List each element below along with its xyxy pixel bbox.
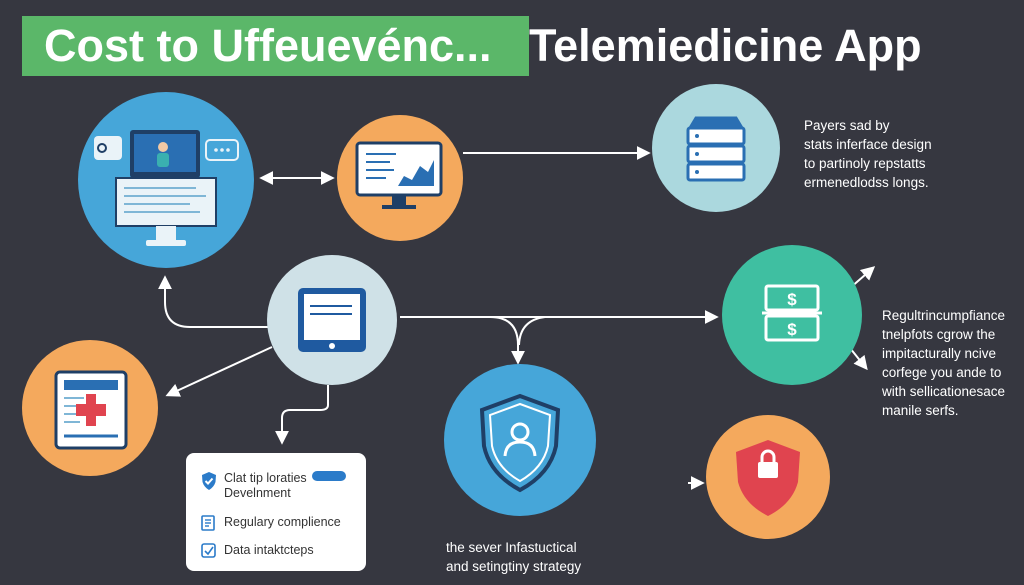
card-item-label: Regulary complience xyxy=(224,515,341,529)
text-line: ermenedlodss longs. xyxy=(804,175,929,190)
shield-lock-icon xyxy=(736,440,800,516)
text-block-payments: Regultrincumpfiance tnelpfots cgrow the … xyxy=(882,306,1005,420)
node-tablet xyxy=(267,255,397,385)
card-item-label: Develnment xyxy=(224,486,291,500)
text-line: corfege you ande to xyxy=(882,365,1002,380)
node-medical-record xyxy=(22,340,158,476)
page-title-part-2: Telemiedicine App xyxy=(529,20,922,71)
text-block-security: the sever Infastuctical and setingtiny s… xyxy=(446,538,581,576)
card-item-label: Data intaktcteps xyxy=(224,543,314,557)
svg-text:$: $ xyxy=(787,290,797,309)
server-icon xyxy=(686,116,746,182)
text-block-servers: Payers sad by stats inferface design to … xyxy=(804,116,932,192)
doctor-monitor-icon xyxy=(94,130,239,246)
text-line: with sellicationesace xyxy=(882,384,1006,399)
arrow-branch-security xyxy=(489,316,525,365)
arrow-tablet-monitor xyxy=(158,275,268,328)
card-item: Clat tip loraties Develnment xyxy=(200,471,307,501)
arrow-payments-down xyxy=(849,347,868,371)
card-item: Data intaktcteps xyxy=(200,543,314,559)
text-line: tnelpfots cgrow the xyxy=(882,327,996,342)
arrow-branch-security-right xyxy=(518,316,546,346)
text-line: impitacturally ncive xyxy=(882,346,997,361)
shield-check-icon xyxy=(202,472,216,490)
text-line: and setingtiny strategy xyxy=(446,559,582,574)
connectors xyxy=(158,146,876,490)
text-line: manile serfs. xyxy=(882,403,959,418)
features-card: Clat tip loraties Develnment Regulary co… xyxy=(186,453,366,571)
page-title-part-1: Cost to Uffeuevénc... xyxy=(44,20,492,71)
dollar-icon: $ $ xyxy=(762,284,822,342)
text-line: to partinoly repstatts xyxy=(804,156,926,171)
card-item-label: Clat tip loraties xyxy=(224,471,307,485)
status-pill xyxy=(312,471,346,481)
title-highlight-bar xyxy=(22,16,529,76)
checkbox-icon xyxy=(201,543,216,558)
shield-user-icon xyxy=(479,393,561,493)
node-privacy xyxy=(706,415,830,539)
node-security xyxy=(444,364,596,516)
arrow-tablet-card xyxy=(275,385,329,445)
node-servers xyxy=(652,84,780,212)
text-line: stats inferface design xyxy=(804,137,932,152)
card-item: Regulary complience xyxy=(200,515,341,531)
node-payments: $ $ xyxy=(722,245,862,385)
document-icon xyxy=(201,515,215,531)
tablet-icon xyxy=(298,288,366,352)
text-line: Payers sad by xyxy=(804,118,890,133)
node-analytics xyxy=(337,115,463,241)
chart-monitor-icon xyxy=(355,141,443,209)
medical-record-icon xyxy=(54,370,128,450)
svg-text:$: $ xyxy=(787,320,797,339)
node-telehealth-monitor xyxy=(78,92,254,268)
text-line: Regultrincumpfiance xyxy=(882,308,1006,323)
text-line: the sever Infastuctical xyxy=(446,540,577,555)
arrow-tablet-record xyxy=(165,346,273,397)
